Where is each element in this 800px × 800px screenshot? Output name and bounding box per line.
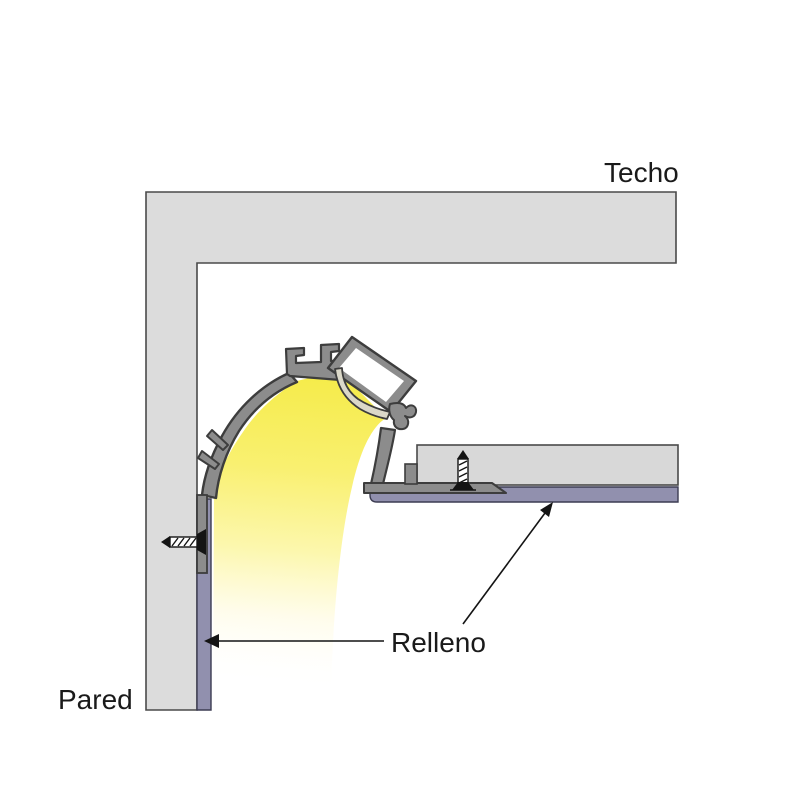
light-beam: [213, 372, 386, 700]
profile-right-leg: [369, 426, 397, 486]
screw-icon: [161, 529, 206, 555]
arrow-icon: [204, 634, 384, 648]
profile-panel-stop: [404, 463, 418, 485]
drywall-panel: [416, 444, 679, 486]
profile-clip-knobs: [388, 402, 418, 431]
ceiling-label: Techo: [604, 157, 679, 188]
led-profile: [196, 335, 507, 574]
profile-bottom-flange: [363, 482, 507, 494]
profile-barb-upper: [206, 429, 229, 451]
led-housing-cavity: [339, 348, 404, 402]
screw-icon: [450, 450, 476, 491]
wall-ceiling-shape: [145, 191, 677, 711]
filler-label: Relleno: [391, 627, 486, 658]
profile-barb-lower: [197, 450, 220, 470]
arrow-icon: [462, 502, 553, 625]
profile-cover-arc: [200, 371, 299, 500]
wall-label: Pared: [58, 684, 133, 715]
